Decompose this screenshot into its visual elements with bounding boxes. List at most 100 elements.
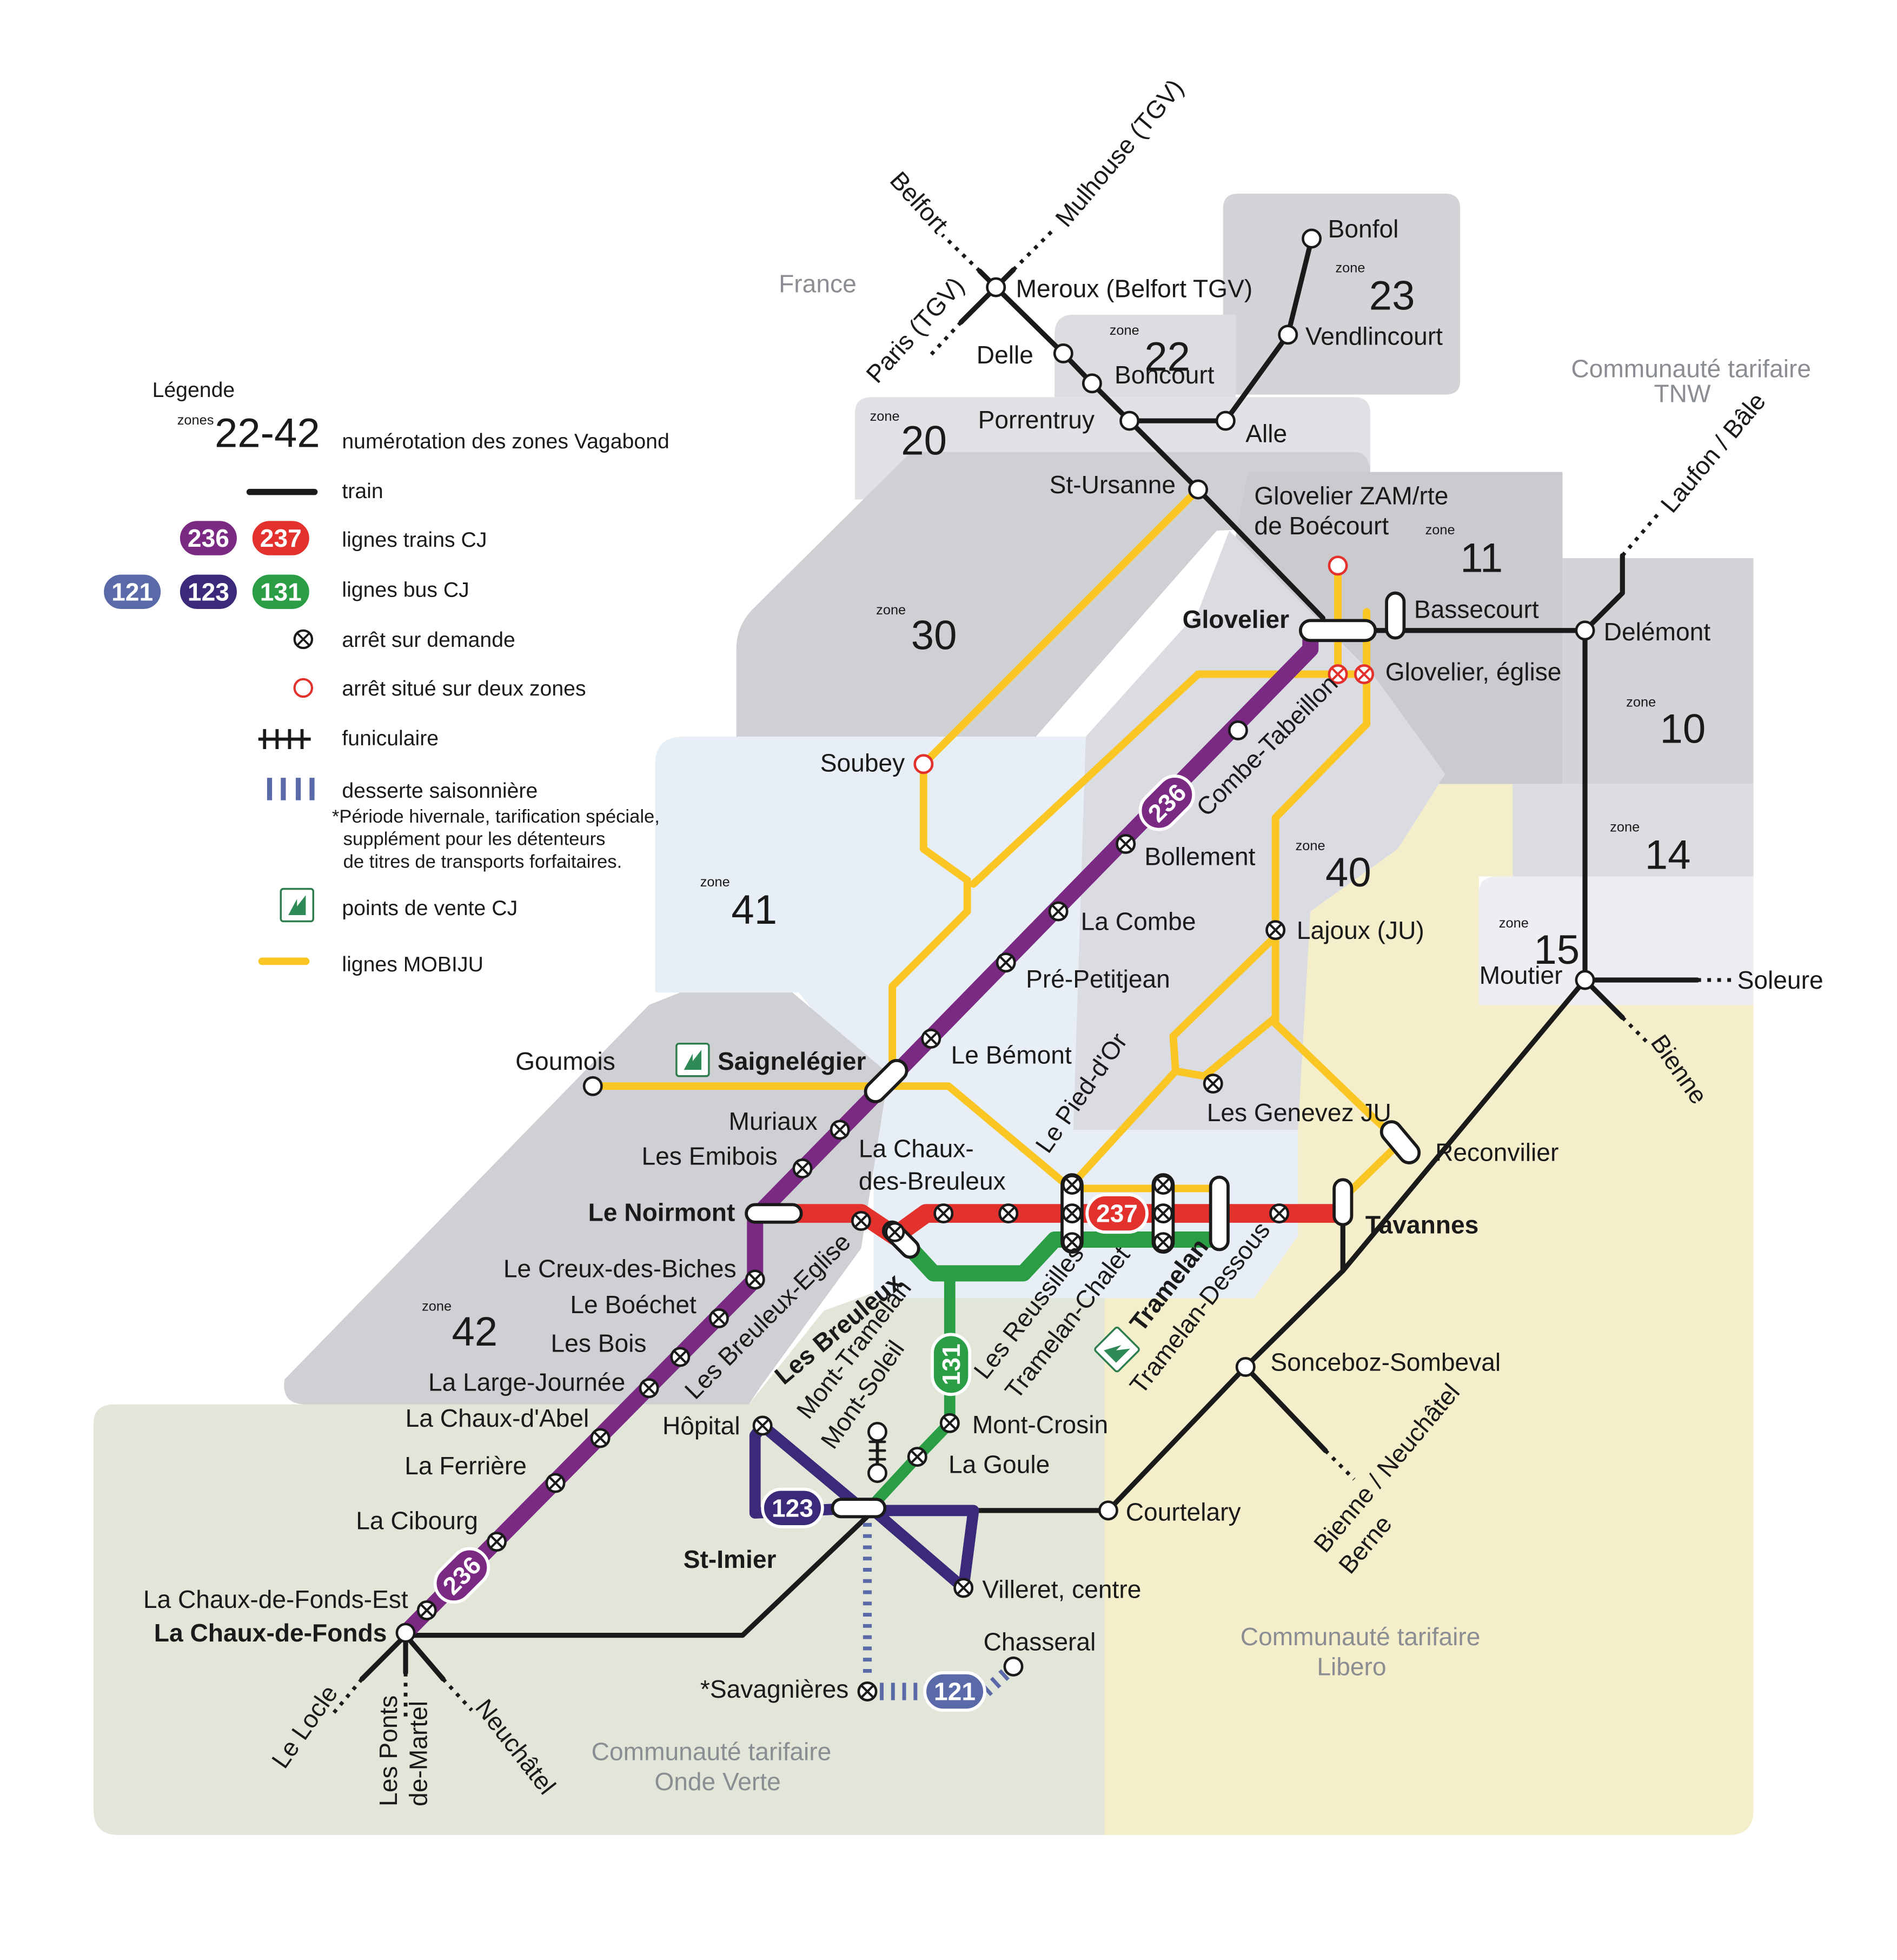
les-bois-stop[interactable] [670, 1347, 691, 1367]
les-breuleux-eglise-stop[interactable] [885, 1222, 905, 1242]
train-line-continuation[interactable] [329, 1678, 363, 1718]
line-237-badge[interactable]: 237 [1085, 1193, 1149, 1234]
bassecourt-station[interactable] [1385, 591, 1406, 640]
line-123-badge[interactable]: 123 [761, 1487, 824, 1528]
lajoux-stop[interactable] [1265, 920, 1286, 941]
courtelary-stop[interactable] [1098, 1500, 1118, 1521]
train-line-continuation[interactable] [941, 233, 981, 273]
tramelan-station[interactable] [1209, 1175, 1230, 1252]
la-chaux-des-breuleux-stop[interactable] [998, 1203, 1019, 1224]
request-stop[interactable] [1153, 1175, 1173, 1195]
la-cibourg-stop[interactable] [487, 1532, 507, 1552]
tavannes-station[interactable] [1332, 1178, 1354, 1227]
villeret-stop[interactable] [953, 1578, 974, 1598]
savagnieres-stop[interactable] [857, 1681, 878, 1701]
les-breuleux-eglise-stop[interactable] [851, 1210, 871, 1231]
mobiju-line[interactable] [1172, 1014, 1279, 1080]
train-line[interactable] [1243, 1364, 1328, 1453]
legend-237-badge[interactable]: 237 [249, 518, 313, 559]
tramelan-dessous-stop[interactable] [1269, 1203, 1290, 1224]
pre-petitjean-stop[interactable] [996, 952, 1016, 973]
train-line[interactable] [403, 1633, 446, 1682]
lcdf-stop[interactable] [395, 1623, 416, 1643]
onde-2-label: Onde Verte [654, 1767, 780, 1796]
le-creux-des-biches-stop[interactable] [745, 1269, 765, 1290]
saignelegier-station[interactable] [861, 1056, 911, 1105]
train-line-continuation[interactable] [928, 321, 963, 357]
line-badge-text: 123 [772, 1494, 813, 1522]
porrentruy-stop[interactable] [1119, 410, 1140, 431]
moutier-stop[interactable] [1575, 970, 1595, 990]
st-ursanne-stop[interactable] [1188, 479, 1209, 500]
zone-label-small: zone [870, 409, 900, 424]
bonfol-stop[interactable] [1302, 228, 1322, 249]
legend-131-badge[interactable]: 131 [249, 571, 313, 612]
glovelier-zam-stop[interactable] [1328, 555, 1348, 576]
lcdf-est-stop[interactable] [416, 1600, 437, 1620]
request-stop[interactable] [1153, 1203, 1173, 1224]
le-bemont-stop[interactable] [921, 1029, 941, 1049]
train-line-continuation[interactable] [1324, 1449, 1356, 1481]
sales-point-icon[interactable] [1094, 1326, 1140, 1373]
train-line-continuation[interactable] [441, 1678, 473, 1712]
vendlincourt-stop[interactable] [1278, 325, 1298, 345]
line-131[interactable] [897, 1231, 1228, 1282]
train-line[interactable] [359, 1633, 408, 1682]
reconvilier-station[interactable] [1377, 1118, 1423, 1167]
train-line-continuation[interactable] [1621, 511, 1662, 557]
boncourt-stop[interactable] [1082, 373, 1102, 394]
train-line[interactable] [993, 284, 1325, 621]
request-stop[interactable] [1062, 1232, 1082, 1253]
mobiju-line[interactable] [888, 1082, 1222, 1193]
la-combe-stop[interactable] [1048, 901, 1069, 922]
delemont-stop[interactable] [1575, 620, 1595, 641]
request-stop[interactable] [1062, 1203, 1082, 1224]
onde-1-label: Communauté tarifaire [592, 1737, 832, 1765]
bollement-stop[interactable] [1116, 833, 1136, 854]
la-large-journee-stop[interactable] [639, 1378, 659, 1399]
mont-soleil-stop[interactable] [867, 1463, 887, 1484]
legend-123-badge[interactable]: 123 [177, 571, 240, 612]
legend-121-badge[interactable]: 121 [101, 571, 164, 612]
le-boechet-stop[interactable] [708, 1308, 729, 1328]
sales-point-icon[interactable] [675, 1042, 710, 1077]
mont-tramelan-stop[interactable] [933, 1203, 954, 1224]
hopital-stop[interactable] [752, 1415, 773, 1436]
mont-crosin-stop[interactable] [939, 1413, 960, 1433]
goumois-stop[interactable] [582, 1076, 603, 1096]
request-stop[interactable] [1062, 1175, 1082, 1195]
delle-stop[interactable] [1053, 343, 1073, 363]
glovelier-eglise-stop[interactable] [1354, 664, 1374, 685]
combe-tabeillon-stop[interactable] [1228, 720, 1248, 740]
chasseral-stop[interactable] [1003, 1656, 1024, 1677]
soubey-stop[interactable] [913, 754, 934, 774]
glovelier-station[interactable] [1298, 619, 1377, 643]
muriaux-stop[interactable] [830, 1120, 850, 1140]
legend-sales-icon[interactable] [280, 888, 315, 923]
les-emibois-stop[interactable] [792, 1158, 813, 1178]
line-123[interactable] [868, 1505, 979, 1594]
mont-soleil-stop[interactable] [867, 1421, 887, 1442]
st-imier-station[interactable] [831, 1498, 887, 1519]
alle-stop[interactable] [1215, 410, 1236, 431]
les-genevez-stop[interactable] [1203, 1074, 1223, 1094]
zone-10-number: 10 [1660, 706, 1706, 752]
train-line-continuation[interactable] [1012, 227, 1056, 272]
sonceboz-stop[interactable] [1235, 1356, 1256, 1377]
la-goule-stop[interactable] [907, 1447, 927, 1467]
mobiju-line[interactable] [970, 670, 1371, 888]
line-131-badge[interactable]: 131 [931, 1333, 972, 1396]
request-stop[interactable] [1153, 1232, 1173, 1253]
legend-236-badge[interactable]: 236 [177, 518, 240, 559]
line-121-badge[interactable]: 121 [923, 1671, 986, 1712]
la-ferriere-stop[interactable] [545, 1473, 566, 1493]
mobiju-line[interactable] [1067, 932, 1279, 1190]
train-line[interactable] [1335, 553, 1625, 633]
glovelier-eglise-stop[interactable] [1328, 664, 1348, 685]
bassecourt-label: Bassecourt [1414, 595, 1539, 624]
train-line[interactable] [1127, 236, 1315, 423]
le-noirmont-station[interactable] [745, 1203, 803, 1224]
la-chaux-dabel-stop[interactable] [590, 1428, 611, 1448]
meroux-stop[interactable] [986, 277, 1006, 297]
